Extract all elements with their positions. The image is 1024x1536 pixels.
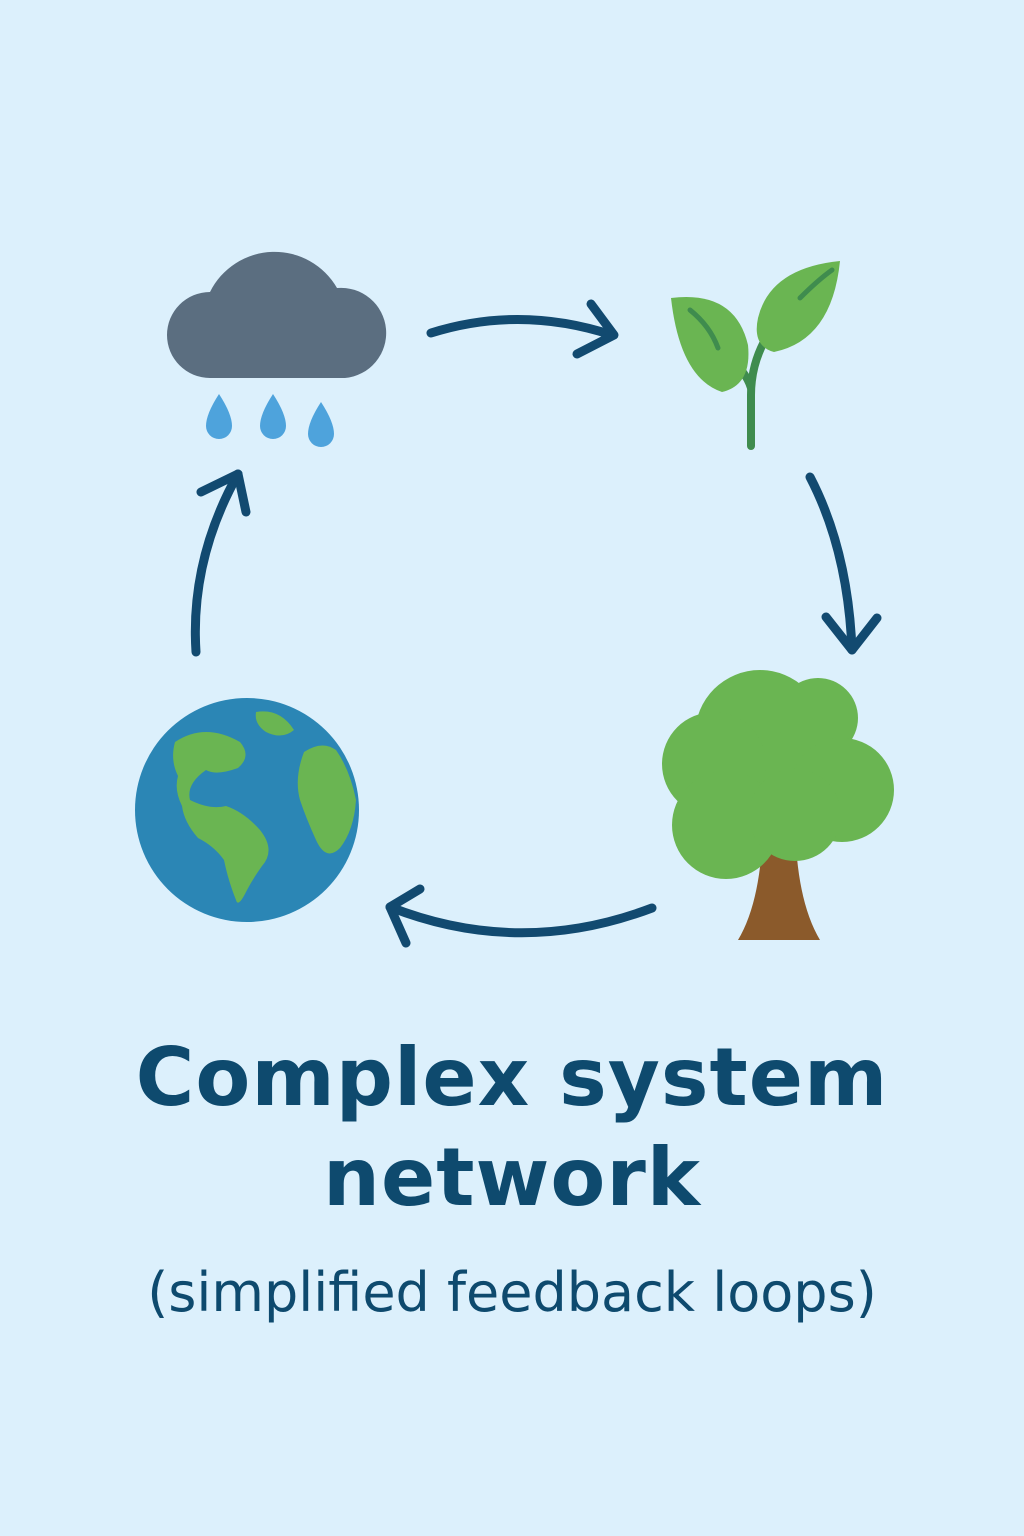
raindrop-icon [260,394,286,439]
raindrop-icon [308,402,334,447]
arrow-rain-to-sprout [426,299,619,359]
arrow-head [821,612,882,655]
arrow-line [805,472,857,655]
rain-cloud-icon [167,251,387,447]
tree-trunk [738,820,820,940]
arrow-sprout-to-tree [805,472,882,655]
leaf-vein [797,267,835,301]
tree-canopy [662,670,894,879]
leaf-vein [687,307,721,351]
arrow-head [572,299,619,359]
diagram-subtitle: (simplified feedback loops) [147,1261,877,1324]
feedback-loop-diagram [135,251,894,948]
arrow-tree-to-earth [385,884,657,948]
earth-globe-icon [135,698,359,922]
flow-arrows [190,299,882,948]
sprout-icon [671,261,840,450]
diagram-title: Complex system network [0,1028,1024,1228]
raindrop-icon [206,394,232,439]
arrow-line [426,315,617,340]
cloud-shape [167,251,387,378]
land-africa [297,745,356,854]
arrow-line [190,469,243,657]
title-line-2: network [323,1131,701,1224]
arrow-head [196,469,251,517]
leaf-icon [671,296,749,392]
land-americas [173,732,269,903]
tree-icon [662,670,894,940]
title-line-1: Complex system [135,1031,889,1124]
leaf-icon [756,261,840,352]
arrow-line [385,902,657,938]
arrow-head [385,884,425,948]
land-north [255,711,294,736]
arrow-earth-to-rain [190,469,251,657]
